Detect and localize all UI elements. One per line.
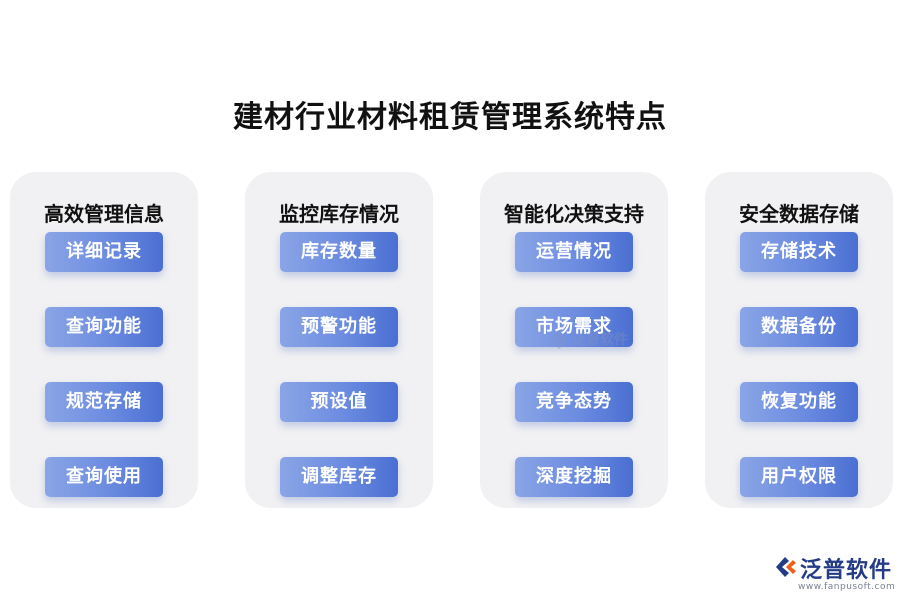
column-title: 智能化决策支持 xyxy=(504,202,644,226)
watermark: 泛普软件 xyxy=(550,330,634,350)
feature-item: 预警功能 xyxy=(280,307,398,347)
feature-item: 竞争态势 xyxy=(515,382,633,422)
logo-url: www.fanpusoft.com xyxy=(798,582,896,592)
feature-item: 查询使用 xyxy=(45,457,163,497)
feature-item: 查询功能 xyxy=(45,307,163,347)
feature-column-secure-storage: 安全数据存储 存储技术 数据备份 恢复功能 用户权限 xyxy=(705,172,893,508)
feature-item: 市场需求 xyxy=(515,307,633,347)
fanpu-logo-icon xyxy=(776,557,796,577)
feature-column-decision-support: 智能化决策支持 运营情况 市场需求 竞争态势 深度挖掘 xyxy=(480,172,668,508)
feature-item: 详细记录 xyxy=(45,232,163,272)
watermark-logo-icon xyxy=(550,331,568,349)
feature-item: 库存数量 xyxy=(280,232,398,272)
watermark-text: 泛普软件 xyxy=(572,332,628,348)
logo-name: 泛普软件 xyxy=(800,558,893,583)
feature-column-inventory-monitoring: 监控库存情况 库存数量 预警功能 预设值 调整库存 xyxy=(245,172,433,508)
feature-column-efficient-management: 高效管理信息 详细记录 查询功能 规范存储 查询使用 xyxy=(10,172,198,508)
feature-item: 深度挖掘 xyxy=(515,457,633,497)
feature-item: 用户权限 xyxy=(740,457,858,497)
brand-logo: 泛普软件 www.fanpusoft.com xyxy=(772,552,896,594)
feature-item: 规范存储 xyxy=(45,382,163,422)
feature-item: 恢复功能 xyxy=(740,382,858,422)
column-title: 安全数据存储 xyxy=(739,202,859,226)
feature-item: 存储技术 xyxy=(740,232,858,272)
column-title: 监控库存情况 xyxy=(279,202,399,226)
page-title: 建材行业材料租赁管理系统特点 xyxy=(233,100,667,135)
feature-item: 预设值 xyxy=(280,382,398,422)
feature-item: 数据备份 xyxy=(740,307,858,347)
feature-item: 运营情况 xyxy=(515,232,633,272)
column-title: 高效管理信息 xyxy=(44,202,164,226)
feature-item: 调整库存 xyxy=(280,457,398,497)
